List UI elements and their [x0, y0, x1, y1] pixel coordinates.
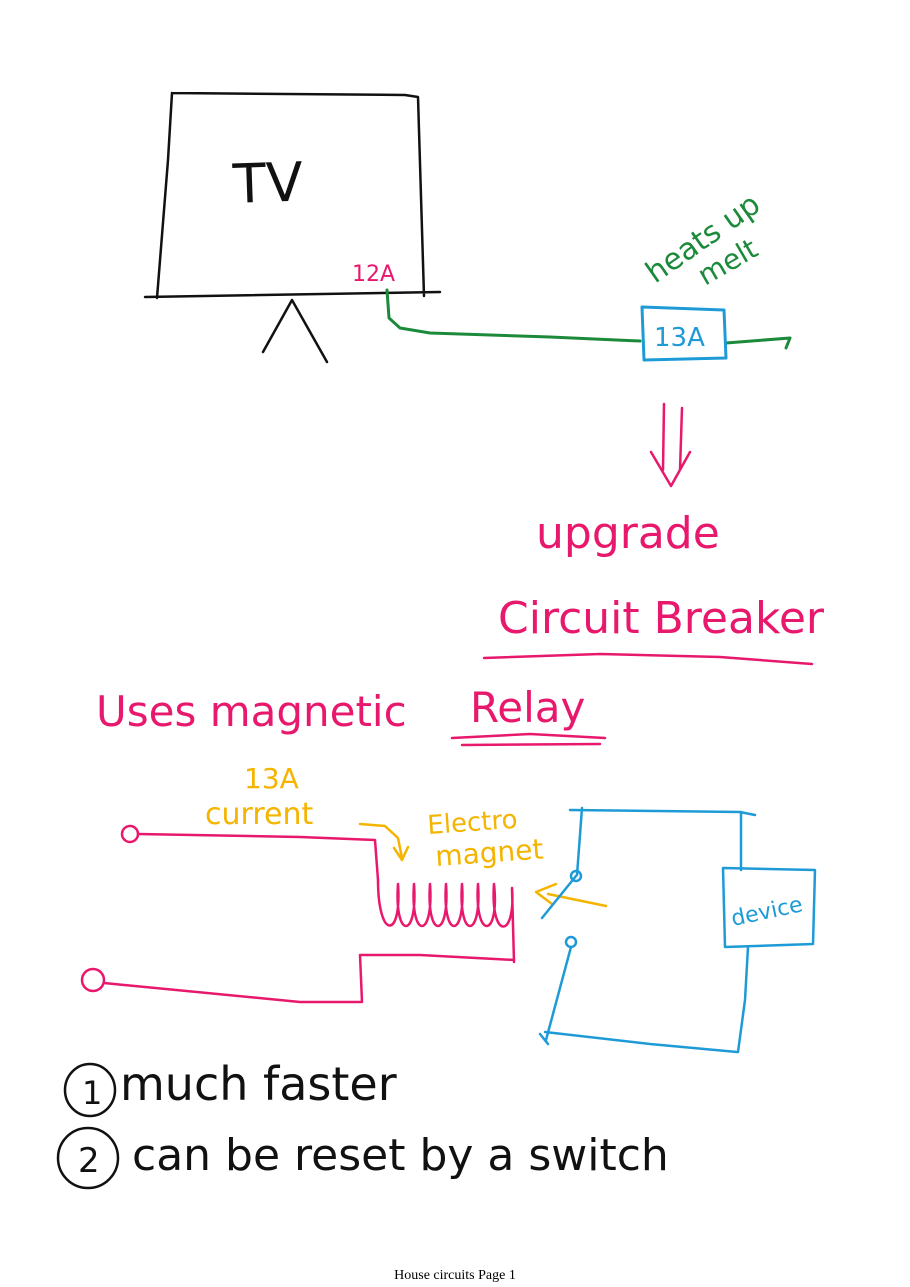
upgrade-label: upgrade: [536, 508, 720, 559]
coil-windings: [376, 878, 516, 964]
uses-magnetic-text: Uses magnetic: [96, 687, 407, 736]
switch-bottom-wire: [543, 1030, 739, 1054]
electromagnet-line2: magnet: [434, 833, 544, 873]
device-return-wire: [736, 945, 750, 1054]
coil-terminal-bottom: [80, 967, 106, 993]
tv-screen-outline: [143, 91, 442, 300]
switch-left-bottom: [538, 945, 573, 1046]
current-arrow: [358, 822, 410, 862]
switch-circuit: [538, 806, 817, 1054]
electromagnet-line1: Electro: [426, 805, 518, 841]
circuit-breaker-underline: [482, 652, 814, 666]
switch-top-wire: [568, 808, 757, 817]
coil-terminal-top: [120, 824, 140, 844]
coil-top-wire: [136, 832, 380, 882]
note2-number-circle: [56, 1126, 120, 1190]
tv-stand: [261, 298, 329, 364]
coil-circuit: [80, 824, 516, 1004]
device-box: [721, 866, 817, 949]
tv-to-fuse-wire: [385, 288, 642, 343]
switch-top-contact: [569, 869, 583, 883]
fuse-label: 13A: [654, 323, 705, 353]
circuit-breaker-title: Circuit Breaker: [498, 593, 825, 644]
switch-bottom-contact: [564, 935, 578, 949]
relay-underline: [450, 732, 607, 747]
fuse-output-wire: [724, 336, 792, 350]
relay-word: Relay: [470, 683, 585, 732]
tv-label: TV: [231, 151, 304, 216]
current-value-label: 13A: [244, 762, 299, 795]
note2-number: 2: [78, 1141, 100, 1181]
switch-left-top: [575, 806, 584, 877]
current-word-label: current: [205, 797, 313, 832]
fuse-box: [640, 305, 728, 362]
upgrade-arrow: [649, 402, 692, 488]
note1-number-circle: [63, 1062, 117, 1118]
coil-return-wire: [102, 953, 516, 1004]
note1-text: much faster: [120, 1057, 397, 1111]
note2-text: can be reset by a switch: [132, 1130, 669, 1181]
device-label: device: [729, 892, 805, 931]
page-footer: House circuits Page 1: [394, 1268, 516, 1283]
switch-lever: [540, 874, 578, 920]
tv-sketch: [143, 91, 442, 364]
tv-current-label: 12A: [352, 262, 395, 287]
note1-number: 1: [82, 1074, 102, 1112]
magnet-attraction-arrow: [534, 882, 608, 908]
